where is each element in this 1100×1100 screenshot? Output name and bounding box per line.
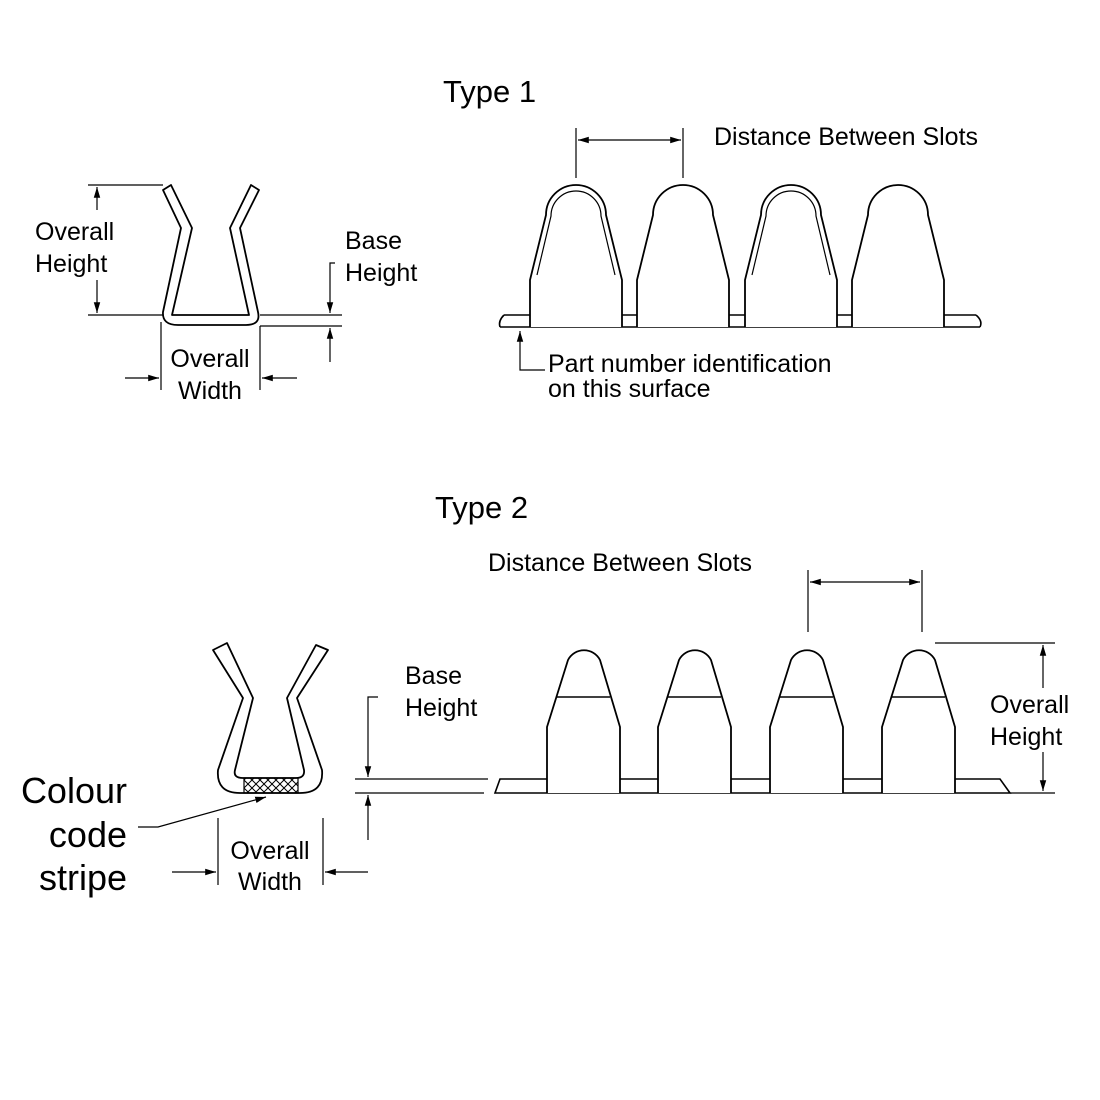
- overall-width-label: Overall: [170, 345, 249, 373]
- type1-overall-height-dimension: Overall Height: [35, 184, 163, 316]
- base-height-label: Base: [405, 662, 462, 690]
- type2-title: Type 2: [435, 490, 528, 525]
- distance-between-slots-label: Distance Between Slots: [488, 549, 752, 577]
- type1-strip: [498, 184, 982, 328]
- type1-base-height-dimension: Base Height: [260, 227, 417, 362]
- colour-code-stripe: [243, 777, 299, 794]
- type1-profile: [162, 184, 260, 326]
- base-height-label: Height: [405, 694, 477, 722]
- type2-slot: [546, 649, 621, 793]
- base-height-label: Height: [345, 259, 417, 287]
- distance-between-slots-label: Distance Between Slots: [714, 123, 978, 151]
- type2-distance-between-slots-dimension: Distance Between Slots: [488, 549, 923, 632]
- type2-overall-height-dimension: Overall Height: [935, 642, 1069, 794]
- type2-strip: [493, 649, 1012, 794]
- type1-slot: [851, 184, 945, 327]
- colour-code-stripe-label: stripe: [39, 857, 127, 898]
- colour-code-stripe-label: Colour: [21, 770, 127, 811]
- base-height-label: Base: [345, 227, 402, 255]
- type2-profile: [212, 642, 329, 794]
- type2-slot: [769, 649, 844, 793]
- overall-width-label: Overall: [230, 837, 309, 865]
- type1-title: Type 1: [443, 74, 536, 109]
- type1-overall-width-dimension: Overall Width: [125, 322, 297, 405]
- type1-slot: [529, 184, 623, 327]
- overall-height-label: Overall: [35, 218, 114, 246]
- type2-base-height-dimension: Base Height: [355, 662, 488, 840]
- overall-width-label: Width: [238, 868, 302, 896]
- part-number-note-label: on this surface: [548, 375, 711, 403]
- colour-code-stripe-label: code: [49, 814, 127, 855]
- part-number-note-label: Part number identification: [548, 350, 831, 378]
- type2-overall-width-dimension: Overall Width: [172, 818, 368, 896]
- overall-width-label: Width: [178, 377, 242, 405]
- type1-slot: [744, 184, 838, 327]
- overall-height-label: Height: [990, 723, 1062, 751]
- type1-distance-between-slots-dimension: Distance Between Slots: [575, 123, 978, 178]
- overall-height-label: Overall: [990, 691, 1069, 719]
- type2-slot: [881, 649, 956, 793]
- overall-height-label: Height: [35, 250, 107, 278]
- type2-slot: [657, 649, 732, 793]
- type1-part-number-note: Part number identification on this surfa…: [516, 331, 831, 403]
- type1-slot: [636, 184, 730, 327]
- type2-colour-code-stripe-callout: Colour code stripe: [21, 770, 267, 898]
